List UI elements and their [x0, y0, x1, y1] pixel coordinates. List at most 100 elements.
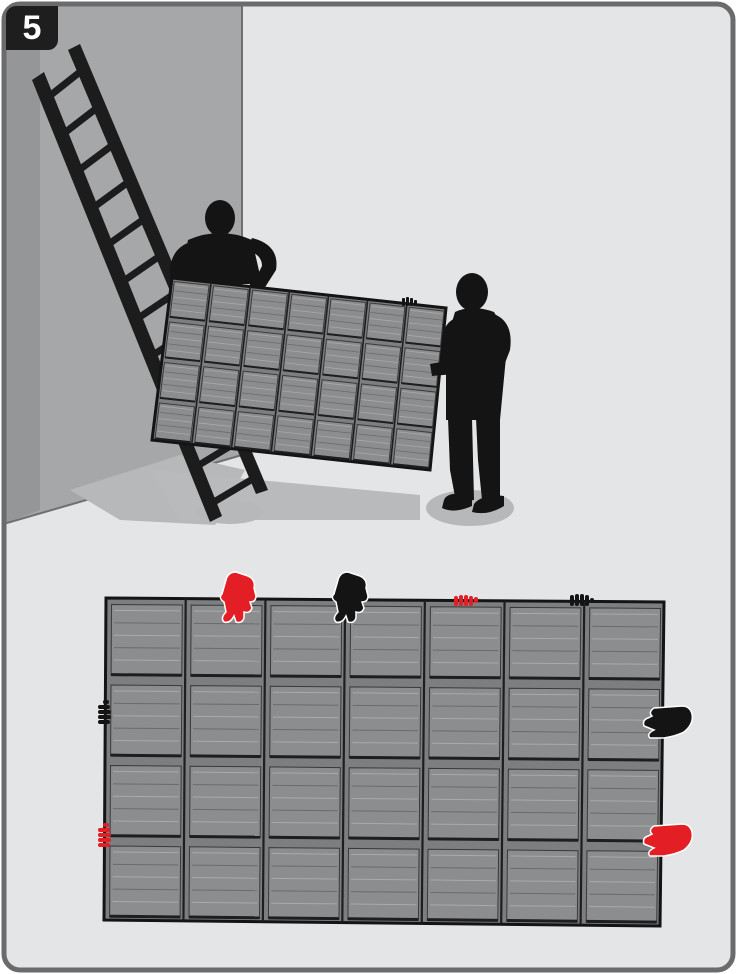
tile-ridge	[193, 809, 259, 810]
tile-ridge	[431, 799, 497, 800]
tile-ridge	[431, 787, 497, 788]
tile-ridge	[114, 728, 180, 729]
tile-ridge	[192, 890, 258, 891]
tile-ridge	[113, 740, 179, 741]
tile-ridge	[432, 743, 498, 744]
tile-ridge	[512, 732, 578, 733]
tile-ridge	[589, 882, 655, 883]
tile-ridge	[590, 857, 656, 858]
tile-ridge	[512, 707, 578, 708]
tile-ridge	[430, 905, 496, 906]
tile-ridge	[352, 823, 418, 824]
tile-ridge	[273, 705, 339, 706]
tile-ridge	[591, 732, 657, 733]
tile-ridge	[351, 854, 417, 855]
tile-ridge	[271, 903, 337, 904]
roof-tile	[190, 686, 261, 758]
tile-ridge	[273, 729, 339, 730]
tile-ridge	[592, 651, 658, 652]
tile-ridge	[113, 771, 179, 772]
tile-step	[111, 675, 182, 676]
tile-ridge	[272, 810, 338, 811]
worker-back-torso	[180, 233, 262, 284]
tile-ridge	[273, 649, 339, 650]
tile-ridge	[590, 826, 656, 827]
tile-ridge	[433, 650, 499, 651]
tile-ridge	[273, 692, 339, 693]
tile-ridge	[432, 718, 498, 719]
tile-step	[270, 757, 341, 758]
tile-ridge	[114, 660, 180, 661]
tile-ridge	[113, 852, 179, 853]
tile-ridge	[192, 853, 258, 854]
roof-tile	[430, 607, 502, 679]
tile-step	[508, 840, 579, 841]
tile-step	[110, 836, 181, 837]
tile-ridge	[512, 651, 578, 652]
tile-ridge	[431, 812, 497, 813]
tile-ridge	[193, 704, 259, 705]
tile-ridge	[512, 719, 578, 720]
roof-tile	[348, 848, 419, 920]
tile-step	[586, 921, 657, 922]
tile-ridge	[194, 661, 260, 662]
tile-ridge	[272, 785, 338, 786]
tile-ridge	[351, 892, 417, 893]
tile-step	[348, 919, 419, 920]
tile-ridge	[351, 879, 417, 880]
tile-ridge	[352, 774, 418, 775]
tile-ridge	[273, 742, 339, 743]
tile-ridge	[272, 854, 338, 855]
tile-ridge	[352, 730, 418, 731]
tile-ridge	[430, 892, 496, 893]
roof-sheet-carried	[152, 278, 446, 470]
tile-ridge	[193, 797, 259, 798]
tile-step	[270, 676, 341, 677]
tile-ridge	[113, 796, 179, 797]
tile-ridge	[590, 788, 656, 789]
tile-ridge	[193, 785, 259, 786]
tile-ridge	[432, 694, 498, 695]
tile-ridge	[272, 878, 338, 879]
tile-ridge	[512, 694, 578, 695]
tile-ridge	[352, 786, 418, 787]
tile-step	[509, 678, 580, 679]
tile-ridge	[590, 813, 656, 814]
roof-tile	[270, 606, 341, 678]
tile-ridge	[432, 774, 498, 775]
tile-step	[189, 917, 260, 918]
tile-step	[191, 675, 262, 676]
tile-ridge	[193, 772, 259, 773]
tile-ridge	[431, 824, 497, 825]
tile-ridge	[193, 692, 259, 693]
tile-ridge	[113, 821, 179, 822]
tile-step	[190, 836, 261, 837]
roof-tile	[508, 769, 579, 841]
roof-tile	[110, 766, 181, 838]
tile-step	[427, 920, 498, 921]
roof-tile	[586, 851, 657, 923]
roof-tile	[429, 688, 500, 760]
tile-ridge	[512, 663, 578, 664]
tile-ridge	[592, 664, 658, 665]
tile-step	[507, 920, 578, 921]
tile-ridge	[192, 902, 258, 903]
roof-tile	[189, 847, 260, 919]
tile-ridge	[511, 800, 577, 801]
tile-ridge	[351, 904, 417, 905]
roof-tile	[589, 608, 661, 680]
tile-ridge	[589, 907, 655, 908]
tile-ridge	[113, 889, 179, 890]
tile-ridge	[273, 717, 339, 718]
tile-ridge	[511, 825, 577, 826]
tile-step	[269, 837, 340, 838]
roof-tile	[349, 768, 420, 840]
tile-ridge	[192, 822, 258, 823]
tile-step	[428, 839, 499, 840]
tile-ridge	[511, 812, 577, 813]
tile-ridge	[589, 894, 655, 895]
tile-ridge	[113, 877, 179, 878]
tile-ridge	[352, 798, 418, 799]
